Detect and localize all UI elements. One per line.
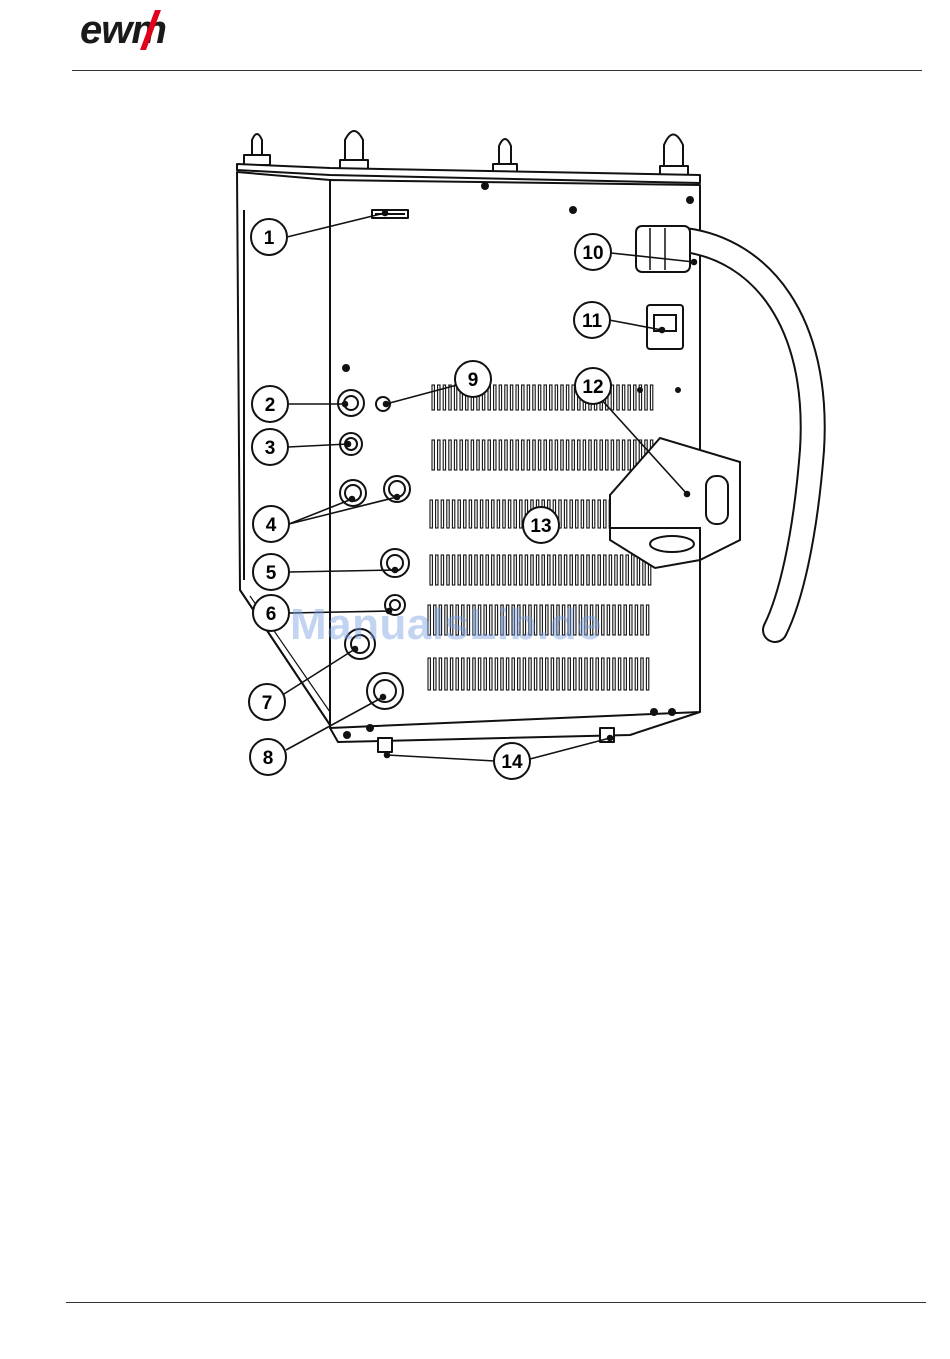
callout-2: 2	[252, 386, 288, 422]
footer-rule	[66, 1302, 926, 1303]
callout-5: 5	[253, 554, 289, 590]
callout-label: 10	[582, 243, 603, 264]
callout-label: 8	[263, 748, 274, 769]
callout-13: 13	[523, 507, 559, 543]
callout-label: 12	[582, 377, 603, 398]
callout-8: 8	[250, 739, 286, 775]
watermark: ManualsLib.de	[290, 600, 602, 650]
callout-6: 6	[253, 595, 289, 631]
callout-label: 5	[266, 563, 277, 584]
device-rear-view-figure: 1 2 3 4 5 6 7 8 9 10 11 12 13 14	[0, 0, 950, 800]
callout-3: 3	[252, 429, 288, 465]
callout-label: 2	[265, 395, 276, 416]
callout-label: 6	[266, 604, 277, 625]
callout-label: 13	[530, 516, 551, 537]
callout-12: 12	[575, 368, 611, 404]
callout-label: 4	[266, 515, 277, 536]
callout-14: 14	[494, 743, 530, 779]
callout-10: 10	[575, 234, 611, 270]
callout-label: 7	[262, 693, 273, 714]
callout-label: 3	[265, 438, 276, 459]
callout-7: 7	[249, 684, 285, 720]
callout-label: 1	[264, 228, 275, 249]
callout-label: 9	[468, 370, 479, 391]
callout-label: 11	[582, 311, 603, 332]
callout-1: 1	[251, 219, 287, 255]
callout-label: 14	[501, 752, 523, 773]
callout-11: 11	[574, 302, 610, 338]
callout-9: 9	[455, 361, 491, 397]
callout-4: 4	[253, 506, 289, 542]
